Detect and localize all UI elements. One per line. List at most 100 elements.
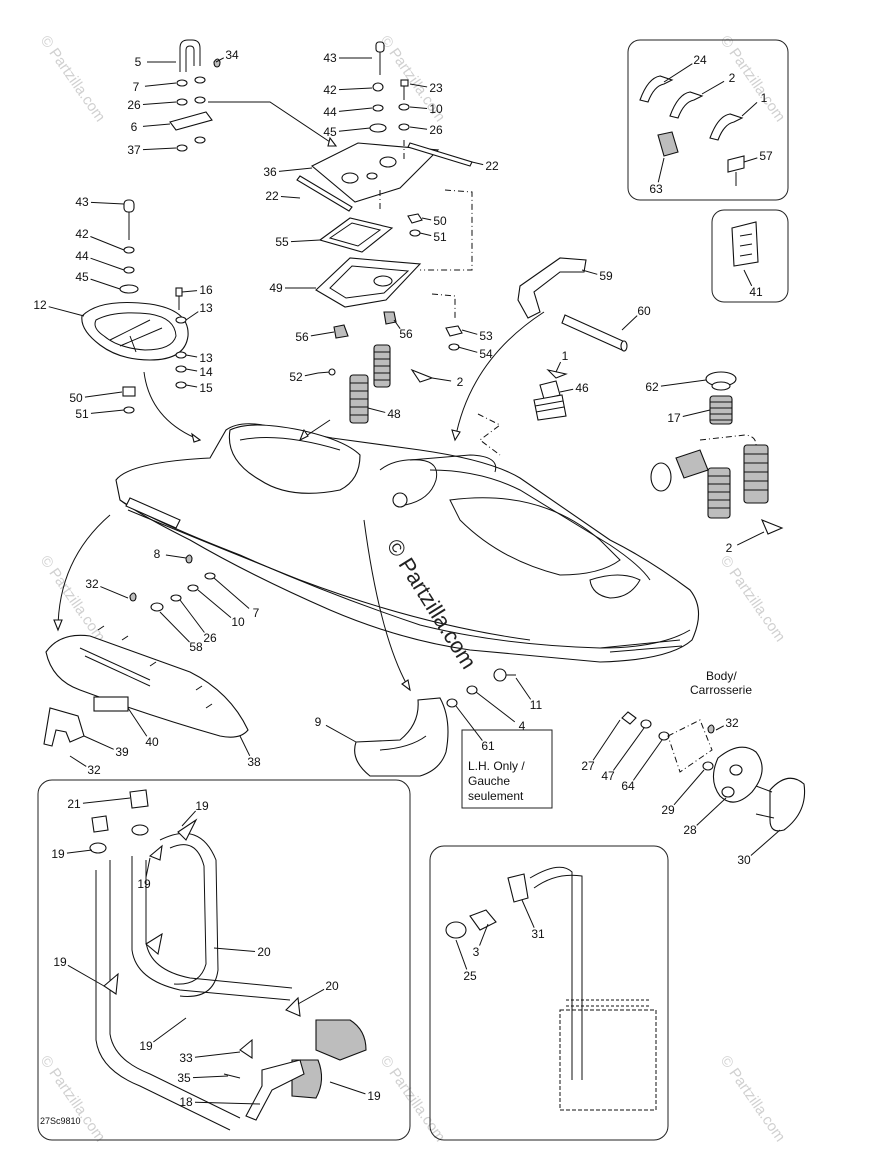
callout-38: 38 bbox=[247, 755, 261, 769]
watermark-text: © Partzilla.com bbox=[37, 1053, 109, 1146]
leader-line bbox=[159, 611, 190, 643]
leader-line bbox=[673, 769, 705, 806]
leader-line bbox=[592, 719, 621, 761]
callout-58: 58 bbox=[189, 640, 203, 654]
callout-28: 28 bbox=[683, 823, 697, 837]
leader-line bbox=[194, 1101, 261, 1105]
callout-35: 35 bbox=[177, 1071, 191, 1085]
callout-23: 23 bbox=[429, 81, 443, 95]
leader-line bbox=[280, 196, 301, 199]
leader-line bbox=[90, 201, 125, 205]
diagram-code: 27Sc9810 bbox=[40, 1116, 81, 1126]
watermark-text: © Partzilla.com bbox=[717, 553, 789, 646]
leader-line bbox=[475, 691, 516, 723]
leader-line bbox=[743, 269, 753, 287]
callout-56: 56 bbox=[399, 327, 413, 341]
leader-line bbox=[421, 217, 432, 221]
leader-line bbox=[142, 147, 177, 151]
leader-line bbox=[67, 964, 105, 987]
callout-27: 27 bbox=[581, 759, 595, 773]
leader-line bbox=[555, 361, 562, 373]
callout-50: 50 bbox=[433, 214, 447, 228]
callout-10: 10 bbox=[429, 102, 443, 116]
watermark-text: © Partzilla.com bbox=[717, 33, 789, 126]
leader-line bbox=[194, 1051, 241, 1058]
leader-line bbox=[409, 83, 428, 88]
callout-19: 19 bbox=[137, 877, 151, 891]
leader-line bbox=[338, 87, 373, 91]
leader-line bbox=[197, 589, 232, 619]
callout-26: 26 bbox=[203, 631, 217, 645]
leader-line bbox=[461, 329, 478, 335]
callout-20: 20 bbox=[257, 945, 271, 959]
callout-40: 40 bbox=[145, 735, 159, 749]
leader-line bbox=[127, 707, 148, 737]
leader-line bbox=[181, 290, 198, 293]
callout-46: 46 bbox=[575, 381, 589, 395]
leader-line bbox=[185, 368, 198, 372]
leader-line bbox=[144, 82, 177, 87]
leader-line bbox=[90, 236, 125, 251]
leader-line bbox=[82, 797, 131, 804]
leader-line bbox=[632, 739, 663, 781]
callout-31: 31 bbox=[531, 927, 545, 941]
leader-line bbox=[367, 407, 386, 413]
leader-line bbox=[142, 123, 171, 127]
leader-line bbox=[69, 755, 87, 767]
callout-9: 9 bbox=[315, 715, 322, 729]
callout-11: 11 bbox=[530, 698, 543, 712]
callout-45: 45 bbox=[323, 125, 337, 139]
panel-hardware bbox=[129, 554, 216, 612]
callout-32: 32 bbox=[725, 716, 739, 730]
leader-line bbox=[431, 377, 452, 382]
callout-43: 43 bbox=[323, 51, 337, 65]
callout-59: 59 bbox=[599, 269, 613, 283]
callout-18: 18 bbox=[179, 1095, 193, 1109]
callout-42: 42 bbox=[323, 83, 337, 97]
leader-line bbox=[750, 829, 781, 856]
callout-39: 39 bbox=[115, 745, 129, 759]
callout-29: 29 bbox=[661, 803, 675, 817]
callout-61: 61 bbox=[481, 739, 495, 753]
leader-line bbox=[90, 278, 121, 290]
callout-49: 49 bbox=[269, 281, 283, 295]
body-label-line1: Body/ bbox=[706, 669, 737, 683]
grab-handle-assembly bbox=[81, 199, 202, 443]
callout-26: 26 bbox=[127, 98, 141, 112]
callout-48: 48 bbox=[387, 407, 401, 421]
leader-line bbox=[213, 947, 256, 952]
callout-19: 19 bbox=[139, 1039, 153, 1053]
side-panel-38 bbox=[43, 514, 249, 747]
callout-52: 52 bbox=[289, 370, 303, 384]
callout-41: 41 bbox=[749, 285, 763, 299]
leader-line bbox=[329, 1081, 366, 1095]
leader-line bbox=[310, 331, 335, 337]
leader-line bbox=[741, 102, 758, 117]
callout-51: 51 bbox=[433, 230, 447, 244]
callout-33: 33 bbox=[179, 1051, 193, 1065]
leader-line bbox=[165, 554, 187, 559]
leader-line bbox=[215, 57, 224, 63]
callout-19: 19 bbox=[367, 1089, 381, 1103]
callout-30: 30 bbox=[737, 853, 751, 867]
callout-13: 13 bbox=[199, 351, 213, 365]
leader-line bbox=[239, 735, 251, 757]
callout-14: 14 bbox=[199, 365, 213, 379]
callout-10: 10 bbox=[231, 615, 245, 629]
callout-4: 4 bbox=[519, 719, 526, 733]
callout-63: 63 bbox=[649, 182, 663, 196]
callout-19: 19 bbox=[195, 799, 209, 813]
leader-line bbox=[715, 725, 724, 731]
watermark-text: © Partzilla.com bbox=[377, 1053, 449, 1146]
callout-12: 12 bbox=[33, 298, 47, 312]
leader-line bbox=[48, 306, 85, 317]
callout-13: 13 bbox=[199, 301, 213, 315]
leader-line bbox=[663, 63, 693, 83]
leader-line bbox=[84, 391, 123, 398]
callout-22: 22 bbox=[485, 159, 499, 173]
leader-line bbox=[471, 161, 484, 166]
leader-line bbox=[515, 677, 532, 700]
callout-51: 51 bbox=[75, 407, 89, 421]
